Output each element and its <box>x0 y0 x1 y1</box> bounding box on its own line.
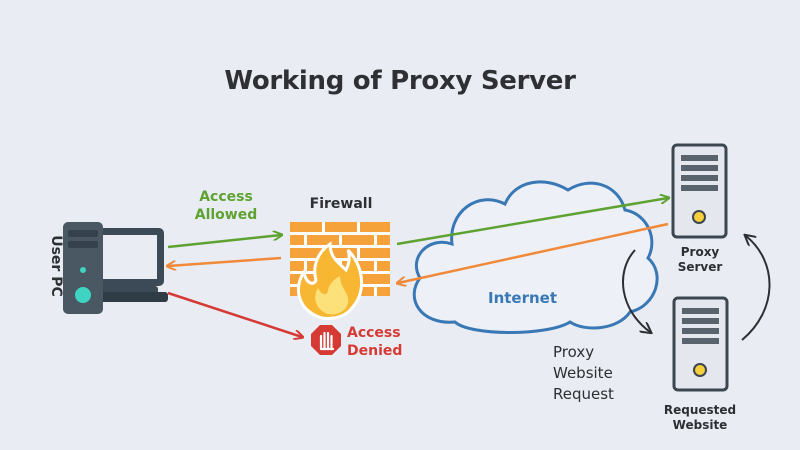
desktop-computer-icon <box>63 222 168 314</box>
firewall-label: Firewall <box>309 196 373 212</box>
access-allowed-label: Access Allowed <box>194 189 258 223</box>
response-from-proxy-arrow <box>398 222 669 283</box>
cloud-icon <box>412 180 659 334</box>
internet-label: Internet <box>488 289 558 307</box>
firewall-icon <box>290 222 390 320</box>
return-response-arrow <box>741 236 771 341</box>
access-denied-arrow <box>167 291 302 337</box>
diagram-title: Working of Proxy Server <box>224 66 576 96</box>
server-icon <box>671 143 728 239</box>
server-icon <box>672 296 729 392</box>
forward-request-arrow <box>622 249 650 332</box>
response-arrow <box>168 256 282 266</box>
access-allowed-arrow <box>167 235 281 249</box>
stop-hand-icon <box>311 325 341 355</box>
requested-website-label: Requested Website <box>663 403 737 432</box>
access-denied-label: Access Denied <box>347 325 403 359</box>
request-to-proxy-arrow <box>396 198 668 246</box>
proxy-website-request-label: Proxy Website Request <box>553 343 614 403</box>
proxy-server-label: Proxy Server <box>677 245 723 274</box>
user-pc-label: User PC <box>48 235 64 297</box>
